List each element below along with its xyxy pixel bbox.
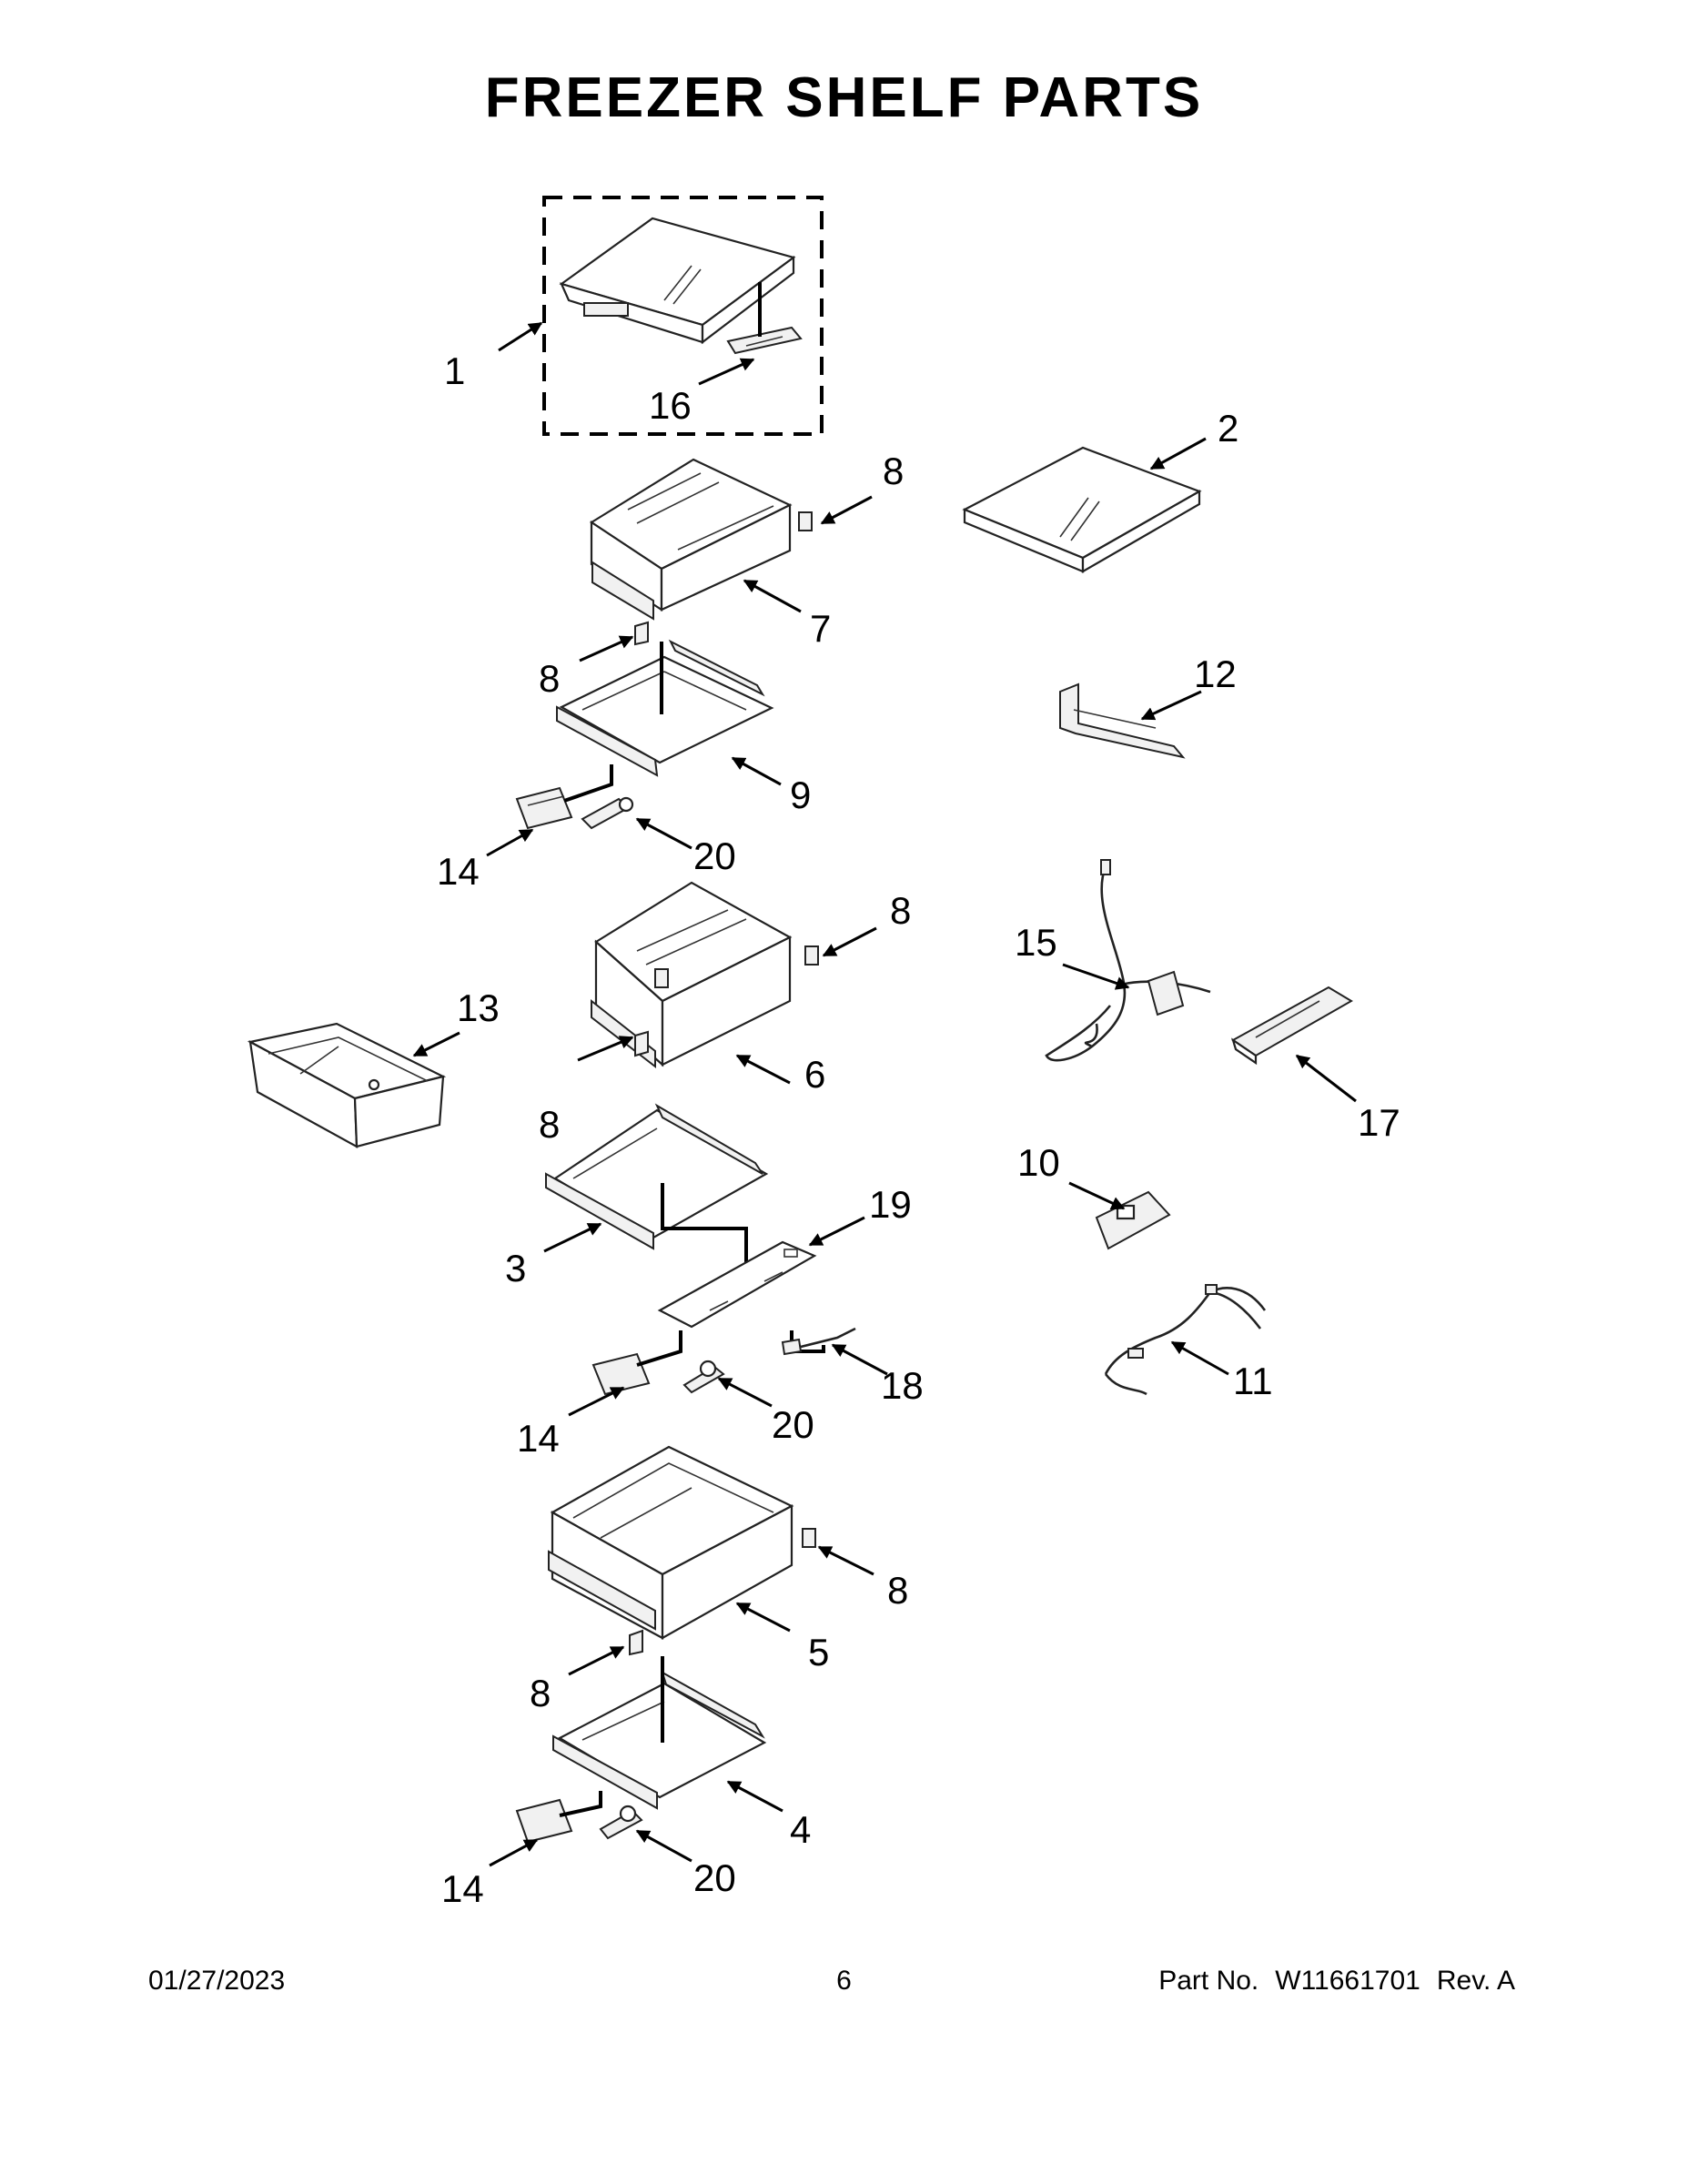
stop-part-20b[interactable] <box>682 1360 725 1394</box>
callout-8: 8 <box>883 450 904 492</box>
callout-14: 14 <box>517 1417 560 1460</box>
rail-part-14c[interactable] <box>515 1798 573 1844</box>
footer-revision: Rev. A <box>1436 1966 1515 1996</box>
callout-4: 4 <box>790 1808 811 1851</box>
connector-line-19-14b <box>636 1330 682 1367</box>
drawer-part-5[interactable] <box>548 1445 794 1640</box>
callout-14: 14 <box>441 1867 484 1910</box>
footer-page-number: 6 <box>836 1966 852 1996</box>
wiring-harness-part-15[interactable] <box>1045 859 1211 1062</box>
dashed-assembly-box <box>542 196 824 436</box>
leader-lines <box>412 321 1357 1867</box>
slide-frame-part-4[interactable] <box>552 1670 767 1810</box>
drawer-part-7[interactable] <box>589 458 793 621</box>
clip-part-8f[interactable] <box>629 1629 643 1656</box>
clip-part-8c[interactable] <box>804 945 819 966</box>
footer-part-info: Part No. W11661701 Rev. A <box>1142 1966 1515 1997</box>
callout-6: 6 <box>804 1053 825 1096</box>
harness-part-18[interactable] <box>781 1327 856 1356</box>
callout-16: 16 <box>649 384 692 427</box>
page-title: FREEZER SHELF PARTS <box>484 66 1204 129</box>
switch-part-10[interactable] <box>1095 1190 1171 1250</box>
shelf-bracket-part-16[interactable] <box>726 282 803 355</box>
callout-17: 17 <box>1358 1101 1400 1144</box>
divider-part-12[interactable] <box>1059 682 1186 759</box>
callout-8: 8 <box>887 1569 908 1612</box>
glass-shelf-part-1[interactable] <box>559 217 796 345</box>
callout-14: 14 <box>437 850 480 893</box>
clip-part-8e[interactable] <box>802 1528 816 1548</box>
callout-20: 20 <box>772 1403 814 1446</box>
slide-frame-part-3[interactable] <box>545 1103 769 1250</box>
callout-2: 2 <box>1218 407 1238 450</box>
stop-part-20a[interactable] <box>581 796 634 830</box>
callout-20: 20 <box>693 834 736 877</box>
callout-15: 15 <box>1015 921 1057 964</box>
footer-date: 01/27/2023 <box>148 1966 286 1996</box>
callout-13: 13 <box>457 986 500 1029</box>
callout-labels: 1 16 2 8 7 8 12 9 14 20 8 15 13 6 17 8 1… <box>437 349 1400 1910</box>
callout-8: 8 <box>539 1103 560 1146</box>
heater-plate-part-19[interactable] <box>657 1240 817 1329</box>
callout-1: 1 <box>444 349 465 392</box>
callout-9: 9 <box>790 774 811 816</box>
callout-7: 7 <box>810 607 831 650</box>
callout-10: 10 <box>1017 1141 1060 1184</box>
connector-line-9-14a <box>563 764 613 803</box>
callout-20: 20 <box>693 1856 736 1899</box>
callout-5: 5 <box>808 1631 829 1673</box>
rail-part-14b[interactable] <box>591 1352 651 1396</box>
callout-8: 8 <box>890 889 911 932</box>
footer-part-number: W11661701 <box>1275 1966 1420 1996</box>
callout-18: 18 <box>881 1364 924 1407</box>
clip-part-8a[interactable] <box>798 511 813 531</box>
basket-part-13[interactable] <box>247 1022 447 1148</box>
drawer-part-6[interactable] <box>591 881 793 1069</box>
rail-part-14a[interactable] <box>515 786 573 830</box>
stop-part-20c[interactable] <box>599 1805 643 1840</box>
connector-line-4-14c <box>559 1791 602 1817</box>
clip-part-8b[interactable] <box>634 621 649 646</box>
callout-8: 8 <box>530 1672 551 1714</box>
callout-8: 8 <box>539 657 560 700</box>
light-assembly-part-17[interactable] <box>1231 986 1353 1066</box>
callout-11: 11 <box>1233 1360 1273 1402</box>
callout-12: 12 <box>1194 652 1237 695</box>
clip-part-8d[interactable] <box>634 1030 649 1057</box>
slide-frame-part-9[interactable] <box>556 639 774 777</box>
connector-line-3-19 <box>661 1183 748 1288</box>
callout-19: 19 <box>869 1183 912 1226</box>
callout-3: 3 <box>505 1247 526 1289</box>
footer-part-label: Part No. <box>1158 1966 1259 1996</box>
wire-harness-part-11[interactable] <box>1104 1284 1267 1396</box>
glass-shelf-part-2[interactable] <box>962 446 1202 573</box>
